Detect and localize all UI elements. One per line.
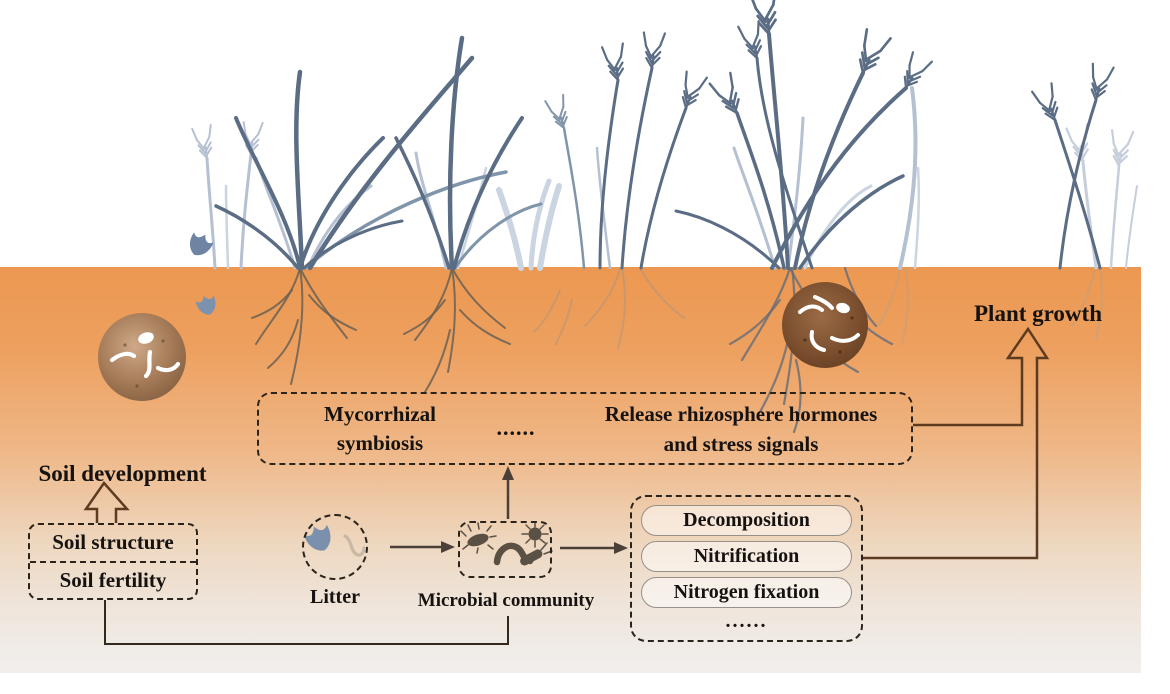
soil-development-hollow-arrow (83, 480, 130, 523)
soil-structure-label: Soil structure (52, 530, 174, 555)
symbiosis-signals-box (257, 392, 913, 465)
mycorrhizal-symbiosis-label: Mycorrhizal symbiosis (280, 399, 480, 459)
connectors (83, 326, 1050, 645)
microbial-community-label: Microbial community (417, 590, 595, 612)
soil-fertility-label: Soil fertility (30, 560, 196, 599)
processes-ellipsis: ...... (725, 610, 768, 632)
soil-background (0, 267, 1141, 673)
soil-biota-photo (782, 282, 868, 368)
soil-aggregate-photo (98, 313, 186, 401)
symbiosis-line1: Mycorrhizal (324, 402, 436, 426)
decomposition-pill: Decomposition (641, 505, 852, 536)
arrow-litter-to-microbial (390, 541, 455, 553)
feedback-line-soil-to-microbial (104, 600, 509, 645)
arrow-microbial-to-symbiosis (502, 466, 514, 519)
nitrogen-fixation-pill: Nitrogen fixation (641, 577, 852, 608)
spiky-ball-microbe-icon (521, 521, 549, 548)
symbiosis-line2: symbiosis (336, 431, 424, 455)
microbial-community-box (458, 521, 552, 578)
litter-label: Litter (310, 586, 360, 608)
falling-leaf-icon (194, 292, 220, 318)
symbiosis-ellipsis: ...... (496, 415, 536, 441)
release-line1: Release rhizosphere hormones (604, 402, 878, 426)
microbial-processes-box: Decomposition Nitrification Nitrogen fix… (630, 495, 863, 642)
litter-circle (302, 514, 368, 580)
release-line2: and stress signals (663, 432, 819, 456)
soil-properties-box: Soil structure Soil fertility (28, 523, 198, 600)
plant-growth-hollow-arrow (863, 326, 1050, 560)
falling-leaf-icon (184, 229, 216, 261)
plant-growth-label: Plant growth (974, 300, 1102, 326)
arrow-microbial-to-processes (560, 542, 628, 554)
nitrification-pill: Nitrification (641, 541, 852, 572)
release-hormones-label: Release rhizosphere hormones and stress … (561, 399, 921, 459)
grass-silhouettes (190, 0, 1138, 271)
soil-development-label: Soil development (38, 460, 207, 486)
